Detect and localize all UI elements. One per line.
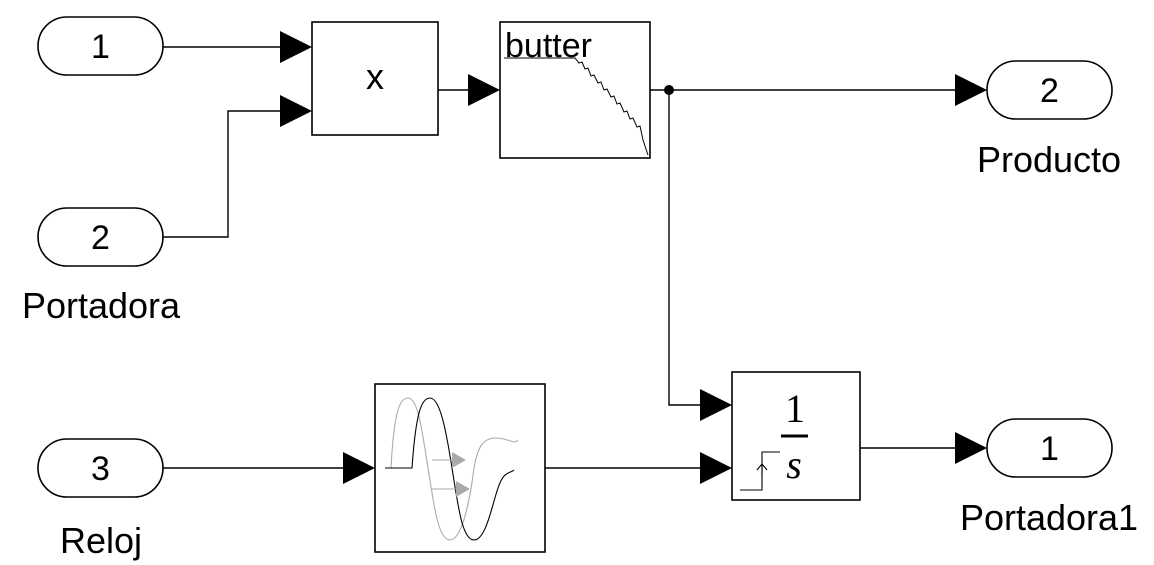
inport-3-name: Reloj — [60, 520, 142, 561]
inport-2-number: 2 — [91, 219, 110, 257]
inport-2[interactable]: 2 — [37, 207, 164, 267]
filter-response-icon — [504, 57, 649, 156]
outport-2-name: Producto — [977, 139, 1121, 180]
arrowhead-source-in — [343, 452, 375, 484]
arrowhead-out1-in — [955, 432, 987, 464]
inport-2-name: Portadora — [22, 285, 181, 326]
arrowhead-integrator-in1 — [700, 389, 732, 421]
signal-lines — [163, 46, 955, 469]
arrowheads — [280, 31, 987, 484]
filter-label: butter — [505, 27, 592, 65]
arrowhead-filter-in — [468, 74, 500, 106]
arrowhead-product-in1 — [280, 31, 312, 63]
integrator-block[interactable]: 1 s — [731, 371, 861, 501]
integrator-numerator: 1 — [785, 386, 805, 431]
outport-2[interactable]: 2 — [986, 60, 1113, 120]
outport-1-number: 1 — [1040, 430, 1059, 468]
inport-1[interactable]: 1 — [37, 16, 164, 76]
product-label: x — [366, 56, 384, 97]
outport-1-name: Portadora1 — [960, 497, 1138, 538]
arrowhead-product-in2 — [280, 95, 312, 127]
outport-1[interactable]: 1 — [986, 418, 1113, 478]
filter-block[interactable]: butter — [499, 21, 651, 159]
arrowhead-integrator-in2 — [700, 452, 732, 484]
sine-source-block[interactable] — [374, 383, 546, 553]
inport-1-number: 1 — [91, 28, 110, 66]
integrator-denominator: s — [786, 442, 802, 487]
reset-trigger-icon — [740, 451, 780, 491]
product-block[interactable]: x — [311, 21, 439, 136]
inport-3[interactable]: 3 — [37, 438, 164, 498]
inport-3-number: 3 — [91, 450, 110, 488]
branch-point — [664, 85, 674, 95]
wire-branch-to-integrator[interactable] — [668, 90, 700, 406]
sine-wave-icon — [385, 397, 519, 541]
outport-2-number: 2 — [1040, 72, 1059, 110]
wire-in2-to-product[interactable] — [163, 110, 280, 238]
arrowhead-out2-in — [955, 74, 987, 106]
